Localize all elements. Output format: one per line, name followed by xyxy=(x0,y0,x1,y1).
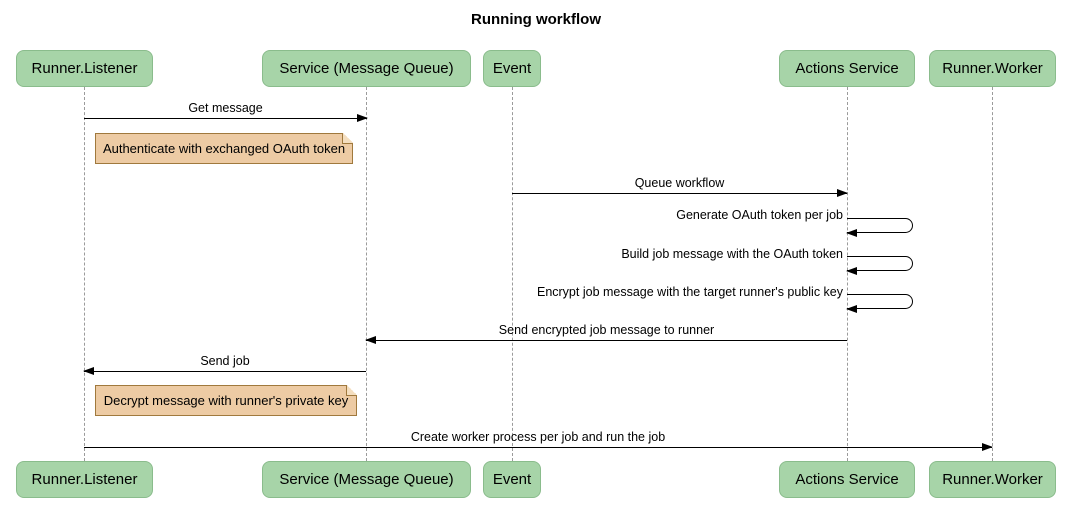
actor-event-top: Event xyxy=(483,50,541,87)
actor-runner-listener-bottom: Runner.Listener xyxy=(16,461,153,498)
actor-label: Service (Message Queue) xyxy=(279,471,454,488)
self-message-build-job-message-loop xyxy=(846,256,913,275)
self-message-encrypt-job-message-label: Encrypt job message with the target runn… xyxy=(536,285,843,299)
actor-event-bottom: Event xyxy=(483,461,541,498)
self-message-generate-oauth-token-loop xyxy=(846,218,913,237)
diagram-title: Running workflow xyxy=(471,11,601,28)
lifeline-service-message-queue xyxy=(366,87,367,461)
actor-service-message-queue-top: Service (Message Queue) xyxy=(262,50,471,87)
message-send-job: Send job xyxy=(83,354,366,375)
lifeline-event xyxy=(512,87,513,461)
self-message-build-job-message-label: Build job message with the OAuth token xyxy=(621,247,843,261)
actor-actions-service-top: Actions Service xyxy=(779,50,915,87)
self-message-encrypt-job-message-loop xyxy=(846,294,913,313)
lifeline-runner-worker xyxy=(992,87,993,461)
actor-actions-service-bottom: Actions Service xyxy=(779,461,915,498)
message-queue-workflow: Queue workflow xyxy=(512,176,848,197)
actor-runner-worker-bottom: Runner.Worker xyxy=(929,461,1056,498)
message-send-encrypted-job-message: Send encrypted job message to runner xyxy=(365,323,847,344)
message-get-message: Get message xyxy=(84,101,368,122)
message-label: Send job xyxy=(200,354,250,368)
message-arrow-left xyxy=(365,336,847,344)
message-create-worker-process: Create worker process per job and run th… xyxy=(84,430,993,451)
message-label: Send encrypted job message to runner xyxy=(498,323,715,337)
actor-label: Runner.Listener xyxy=(31,60,138,77)
actor-service-message-queue-bottom: Service (Message Queue) xyxy=(262,461,471,498)
message-label: Get message xyxy=(188,101,263,115)
message-arrow-right xyxy=(84,114,368,122)
actor-label: Runner.Listener xyxy=(31,471,138,488)
actor-label: Event xyxy=(492,471,532,488)
message-arrow-right xyxy=(512,189,848,197)
actor-label: Runner.Worker xyxy=(942,471,1043,488)
message-label: Create worker process per job and run th… xyxy=(410,430,666,444)
note-label: Decrypt message with runner's private ke… xyxy=(103,393,349,408)
note-label: Authenticate with exchanged OAuth token xyxy=(102,141,346,156)
note-authenticate-oauth: Authenticate with exchanged OAuth token xyxy=(95,133,353,164)
actor-label: Actions Service xyxy=(795,471,899,488)
actor-label: Event xyxy=(492,60,532,77)
lifeline-runner-listener xyxy=(84,87,85,461)
actor-runner-listener-top: Runner.Listener xyxy=(16,50,153,87)
actor-runner-worker-top: Runner.Worker xyxy=(929,50,1056,87)
actor-label: Runner.Worker xyxy=(942,60,1043,77)
note-fold-corner xyxy=(342,133,353,144)
message-arrow-left xyxy=(83,367,366,375)
actor-label: Service (Message Queue) xyxy=(279,60,454,77)
note-decrypt-message: Decrypt message with runner's private ke… xyxy=(95,385,357,416)
message-arrow-right xyxy=(84,443,993,451)
self-message-generate-oauth-token-label: Generate OAuth token per job xyxy=(676,208,843,222)
actor-label: Actions Service xyxy=(795,60,899,77)
message-label: Queue workflow xyxy=(634,176,725,190)
note-fold-corner xyxy=(346,385,357,396)
